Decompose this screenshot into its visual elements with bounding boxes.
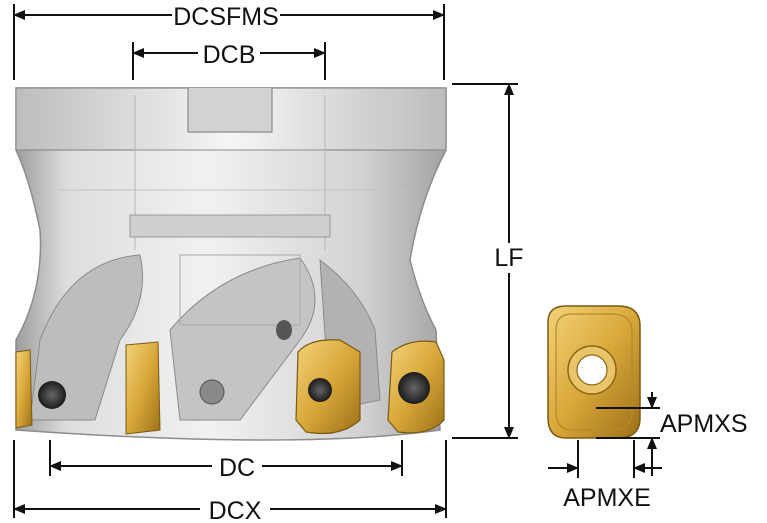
label-dcsfms: DCSFMS bbox=[173, 3, 279, 31]
label-lf: LF bbox=[494, 244, 523, 272]
label-apmxe: APMXE bbox=[563, 484, 651, 512]
cutter-inserts bbox=[15, 339, 445, 435]
label-apmxs: APMXS bbox=[660, 410, 748, 438]
milling-cutter-body bbox=[15, 87, 447, 441]
label-dcx: DCX bbox=[209, 497, 262, 523]
label-dc: DC bbox=[219, 454, 255, 482]
indexable-insert-icon bbox=[547, 305, 641, 439]
label-dcb: DCB bbox=[203, 41, 256, 69]
dimension-labels: DCSFMS DCB LF DC DCX APMXS APMXE bbox=[172, 1, 748, 523]
